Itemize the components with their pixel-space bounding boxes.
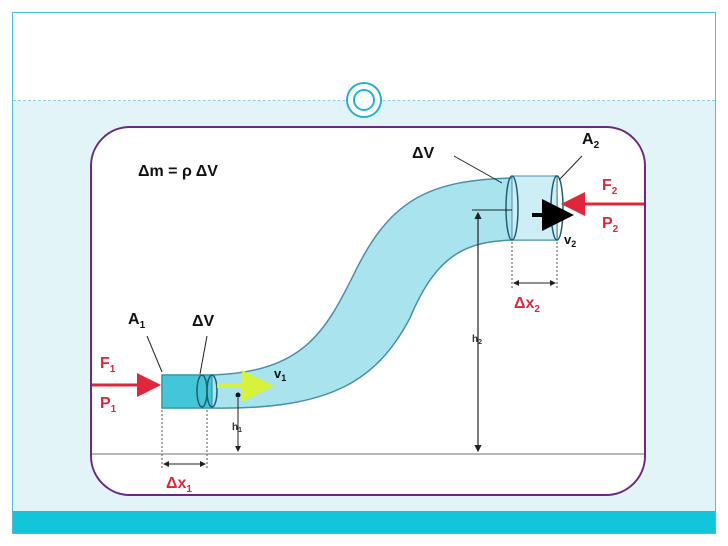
slide-frame — [12, 12, 716, 534]
label-v1: v1 — [274, 366, 286, 383]
label-h2: h2 — [472, 334, 482, 346]
h1-point — [235, 392, 241, 398]
dv1-leader — [199, 335, 208, 375]
label-a2: A2 — [582, 131, 600, 151]
mass-equation: Δm = ρ ΔV — [138, 163, 218, 180]
label-f2: F2 — [602, 177, 618, 197]
inlet-section — [161, 374, 213, 409]
label-h1: h1 — [232, 422, 242, 434]
slide-footer-bar — [13, 511, 715, 533]
bernoulli-pipe-diagram: Δm = ρ ΔV A1 ΔV F1 P1 v1 h1 Δx1 ΔV A2 F2… — [92, 131, 644, 495]
diagram-panel: Δm = ρ ΔV A1 ΔV F1 P1 v1 h1 Δx1 ΔV A2 F2… — [90, 126, 646, 496]
a1-leader — [146, 335, 163, 373]
circle-ornament-icon — [346, 82, 382, 118]
a2-leader — [558, 155, 583, 181]
dv2-leader — [453, 155, 503, 184]
inlet-disk-2 — [206, 374, 218, 408]
label-p2: P2 — [602, 215, 619, 235]
label-f1: F1 — [100, 355, 116, 375]
label-v2: v2 — [564, 232, 576, 249]
label-dv2: ΔV — [412, 145, 435, 162]
label-dv1: ΔV — [192, 313, 215, 330]
outlet-disk-1 — [505, 175, 519, 241]
label-dx2: Δx2 — [514, 295, 540, 315]
label-dx1: Δx1 — [166, 475, 192, 495]
label-p1: P1 — [100, 395, 117, 415]
label-a1: A1 — [128, 311, 146, 331]
pipe-body — [161, 175, 558, 409]
